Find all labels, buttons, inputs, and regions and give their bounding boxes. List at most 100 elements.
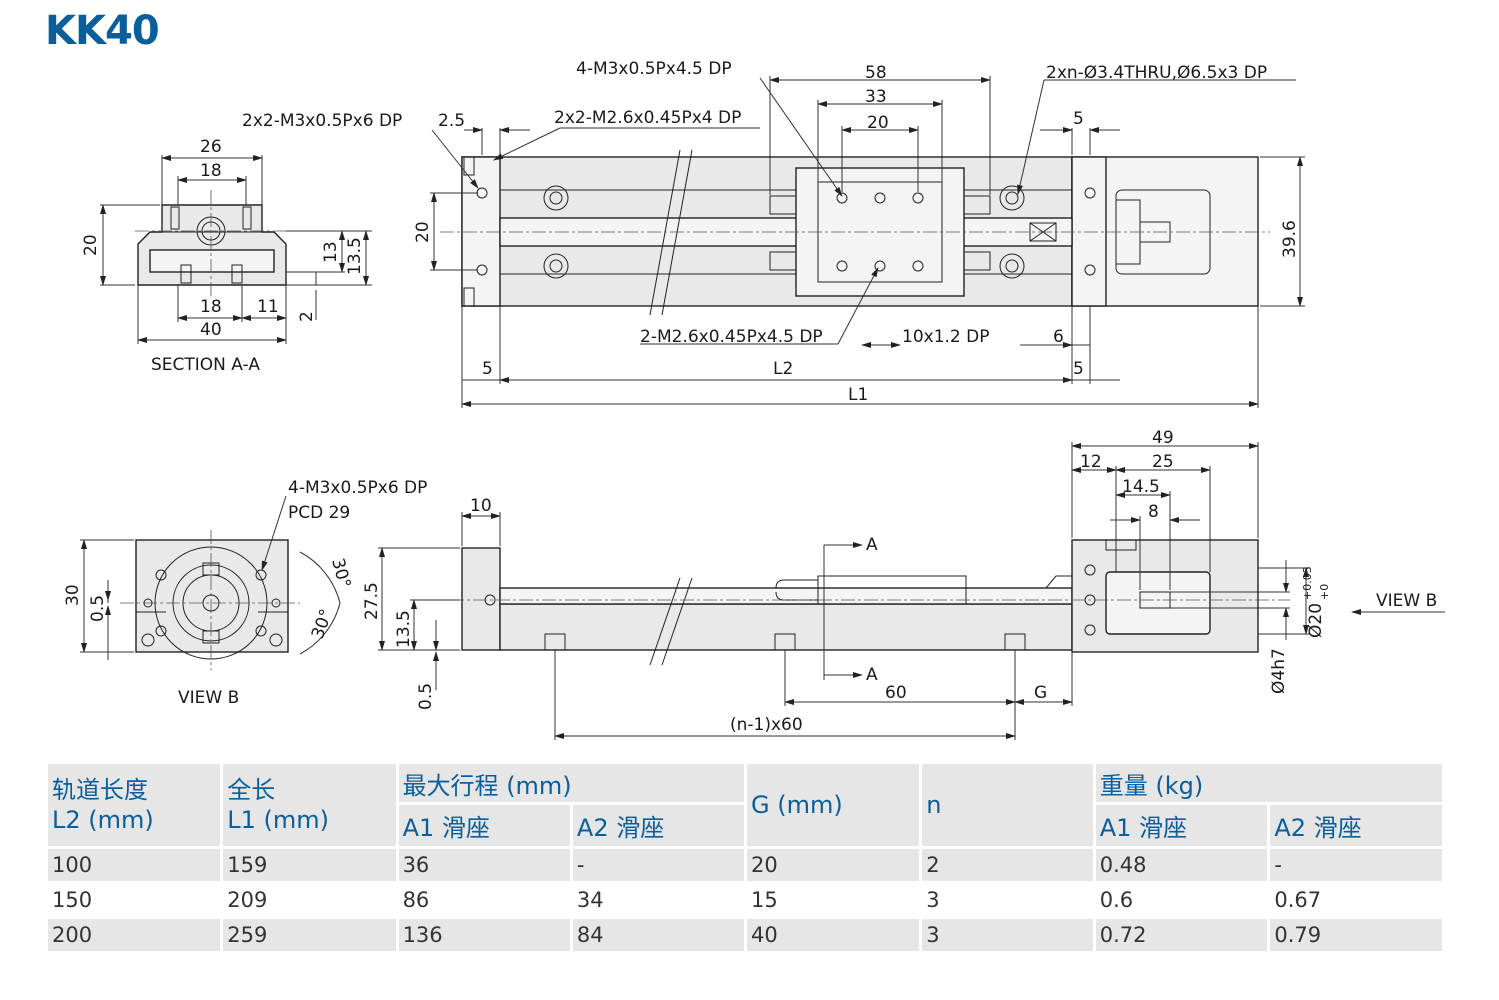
dim-label: L2 bbox=[773, 359, 793, 379]
callout-label: 2-M2.6x0.45Px4.5 DP bbox=[640, 327, 823, 347]
table-cell: 159 bbox=[223, 849, 399, 884]
section-marker: A bbox=[866, 665, 878, 685]
spec-table: 轨道长度 L2 (mm) 全长 L1 (mm) 最大行程 (mm) G (mm)… bbox=[48, 764, 1445, 954]
dim-label: 20 bbox=[413, 221, 433, 243]
dim-label: 2.5 bbox=[438, 111, 465, 131]
dim-label: 6 bbox=[1053, 327, 1064, 347]
dim-label: 13 bbox=[321, 241, 341, 263]
table-cell: 3 bbox=[922, 884, 1096, 919]
dim-label: G bbox=[1034, 683, 1047, 703]
pcd-hole bbox=[255, 625, 267, 637]
callout-label: PCD 29 bbox=[288, 503, 350, 523]
header-g: G (mm) bbox=[746, 764, 923, 849]
dim-label: 27.5 bbox=[362, 582, 382, 620]
table-cell: 200 bbox=[48, 919, 224, 954]
mount-hole bbox=[543, 185, 569, 211]
header-a2-stroke: A2 滑座 bbox=[572, 805, 747, 849]
dim-label: Ø20 bbox=[1306, 603, 1326, 638]
header-rail-length: 轨道长度 L2 (mm) bbox=[48, 764, 224, 849]
header-a1-stroke: A1 滑座 bbox=[398, 805, 573, 849]
table-cell: 136 bbox=[398, 919, 573, 954]
table-row: 150 209 86 34 15 3 0.6 0.67 bbox=[48, 884, 1445, 919]
table-cell: 36 bbox=[398, 849, 573, 884]
table-cell: 0.48 bbox=[1095, 849, 1271, 884]
mount-hole bbox=[999, 185, 1025, 211]
view-arrow-label: VIEW B bbox=[1376, 591, 1437, 611]
angle-label: 30° bbox=[308, 607, 337, 642]
callout-label: 2x2-M3x0.5Px6 DP bbox=[242, 111, 402, 131]
dim-label: 11 bbox=[257, 297, 279, 317]
header-max-stroke: 最大行程 (mm) bbox=[398, 764, 747, 805]
dim-label: 39.6 bbox=[1280, 220, 1300, 258]
table-cell: 0.67 bbox=[1270, 884, 1445, 919]
table-cell: 0.79 bbox=[1270, 919, 1445, 954]
table-cell: 34 bbox=[572, 884, 747, 919]
dim-label: (n-1)x60 bbox=[730, 715, 803, 735]
header-a2-weight: A2 滑座 bbox=[1270, 805, 1445, 849]
header-total-length: 全长 L1 (mm) bbox=[223, 764, 399, 849]
dim-label: 0.5 bbox=[416, 683, 436, 710]
dim-label: L1 bbox=[848, 385, 868, 405]
dim-label: 2 bbox=[297, 311, 317, 322]
table-cell: 209 bbox=[223, 884, 399, 919]
header-weight: 重量 (kg) bbox=[1095, 764, 1445, 805]
dim-label: 5 bbox=[1073, 109, 1084, 129]
mount-hole bbox=[543, 253, 569, 279]
side-view: 10 27.5 13.5 0.5 A A 60 G (n-1)x60 49 12… bbox=[362, 428, 1445, 740]
product-title: KK40 bbox=[45, 8, 160, 54]
table-cell: 259 bbox=[223, 919, 399, 954]
dim-label: 40 bbox=[200, 320, 222, 340]
table-cell: 84 bbox=[572, 919, 747, 954]
dim-label: 20 bbox=[81, 234, 101, 256]
table-cell: 3 bbox=[922, 919, 1096, 954]
table-row: 200 259 136 84 40 3 0.72 0.79 bbox=[48, 919, 1445, 954]
dim-label: 5 bbox=[482, 359, 493, 379]
dim-label: 20 bbox=[867, 113, 889, 133]
dim-label: 18 bbox=[200, 297, 222, 317]
dim-label: Ø4h7 bbox=[1269, 648, 1289, 694]
dim-label: 0.5 bbox=[88, 595, 108, 622]
header-a1-weight: A1 滑座 bbox=[1095, 805, 1271, 849]
table-cell: 150 bbox=[48, 884, 224, 919]
table-cell: 20 bbox=[746, 849, 923, 884]
table-cell: 15 bbox=[746, 884, 923, 919]
table-cell: 2 bbox=[922, 849, 1096, 884]
dim-label: 58 bbox=[865, 63, 887, 83]
view-caption: VIEW B bbox=[178, 688, 239, 708]
table-cell: 86 bbox=[398, 884, 573, 919]
table-cell: 40 bbox=[746, 919, 923, 954]
pcd-hole bbox=[155, 569, 167, 581]
dim-label: 26 bbox=[200, 137, 222, 157]
dim-label: 33 bbox=[865, 87, 887, 107]
pcd-hole bbox=[155, 625, 167, 637]
dim-label: 13.5 bbox=[345, 237, 365, 275]
callout-label: 2xn-Ø3.4THRU,Ø6.5x3 DP bbox=[1046, 63, 1267, 83]
table-cell: - bbox=[1270, 849, 1445, 884]
dim-label: 12 bbox=[1080, 452, 1102, 472]
table-cell: 0.72 bbox=[1095, 919, 1271, 954]
view-caption: SECTION A-A bbox=[151, 355, 260, 375]
section-a-a-view: 26 18 20 13 13.5 18 11 40 2 SECTION A-A bbox=[81, 137, 372, 375]
technical-drawing: 26 18 20 13 13.5 18 11 40 2 SECTION A-A bbox=[63, 59, 1445, 740]
callout-label: 10x1.2 DP bbox=[902, 327, 989, 347]
dim-label: 49 bbox=[1152, 428, 1174, 448]
mount-hole bbox=[999, 253, 1025, 279]
header-n: n bbox=[922, 764, 1096, 849]
table-cell: - bbox=[572, 849, 747, 884]
tolerance-lower: +0 bbox=[1318, 584, 1331, 600]
table-cell: 0.6 bbox=[1095, 884, 1271, 919]
pcd-hole bbox=[255, 569, 267, 581]
dim-label: 5 bbox=[1073, 359, 1084, 379]
angle-label: 30° bbox=[327, 556, 354, 590]
dim-label: 18 bbox=[200, 161, 222, 181]
callout-label: 2x2-M2.6x0.45Px4 DP bbox=[554, 108, 741, 128]
callout-label: 4-M3x0.5Px6 DP bbox=[288, 478, 427, 498]
table-cell: 100 bbox=[48, 849, 224, 884]
table-row: 100 159 36 - 20 2 0.48 - bbox=[48, 849, 1445, 884]
callout-label: 4-M3x0.5Px4.5 DP bbox=[576, 59, 732, 79]
dim-label: 14.5 bbox=[1122, 477, 1160, 497]
dim-label: 13.5 bbox=[394, 610, 414, 648]
section-marker: A bbox=[866, 535, 878, 555]
dim-label: 30 bbox=[63, 584, 83, 606]
top-view: 2x2-M3x0.5Px6 DP 2.5 2x2-M2.6x0.45Px4 DP… bbox=[242, 59, 1305, 408]
